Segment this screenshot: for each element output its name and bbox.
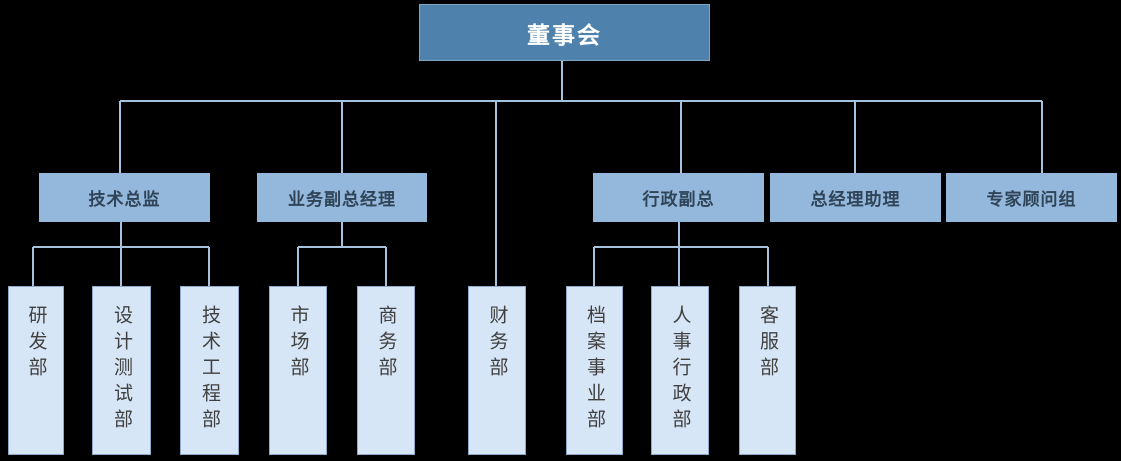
node-rd-dept-label: 研发部: [25, 305, 47, 383]
node-board-label: 董事会: [527, 21, 602, 48]
node-design-test-dept-label: 设计测试部: [111, 305, 132, 435]
node-archives-dept[interactable]: 档案事业部: [566, 286, 623, 455]
node-expert-advisors[interactable]: 专家顾问组: [946, 173, 1117, 222]
node-tech-engineering-dept[interactable]: 技术工程部: [180, 286, 239, 455]
node-customer-service-dept-label: 客服部: [757, 305, 778, 383]
node-marketing-dept[interactable]: 市场部: [269, 286, 327, 455]
node-tech-engineering-dept-label: 技术工程部: [199, 305, 220, 435]
node-commerce-dept-label: 商务部: [375, 305, 397, 383]
node-hr-admin-dept[interactable]: 人事行政部: [651, 286, 709, 455]
node-admin-deputy[interactable]: 行政副总: [593, 173, 764, 222]
node-marketing-dept-label: 市场部: [287, 305, 309, 383]
node-design-test-dept[interactable]: 设计测试部: [92, 286, 151, 455]
node-admin-deputy-label: 行政副总: [642, 190, 715, 209]
node-tech-director-label: 技术总监: [88, 190, 161, 209]
node-expert-advisors-label: 专家顾问组: [986, 190, 1077, 209]
node-gm-assistant[interactable]: 总经理助理: [770, 173, 941, 222]
node-tech-director[interactable]: 技术总监: [39, 173, 210, 222]
node-customer-service-dept[interactable]: 客服部: [739, 286, 796, 455]
node-business-deputy-gm[interactable]: 业务副总经理: [257, 173, 427, 222]
node-board[interactable]: 董事会: [419, 4, 710, 61]
node-commerce-dept[interactable]: 商务部: [357, 286, 415, 455]
node-business-deputy-gm-label: 业务副总经理: [288, 190, 396, 209]
node-finance-dept[interactable]: 财务部: [468, 286, 526, 455]
node-gm-assistant-label: 总经理助理: [810, 190, 901, 209]
node-finance-dept-label: 财务部: [486, 305, 508, 383]
node-hr-admin-dept-label: 人事行政部: [669, 305, 691, 435]
node-archives-dept-label: 档案事业部: [584, 305, 605, 435]
node-rd-dept[interactable]: 研发部: [8, 286, 64, 455]
